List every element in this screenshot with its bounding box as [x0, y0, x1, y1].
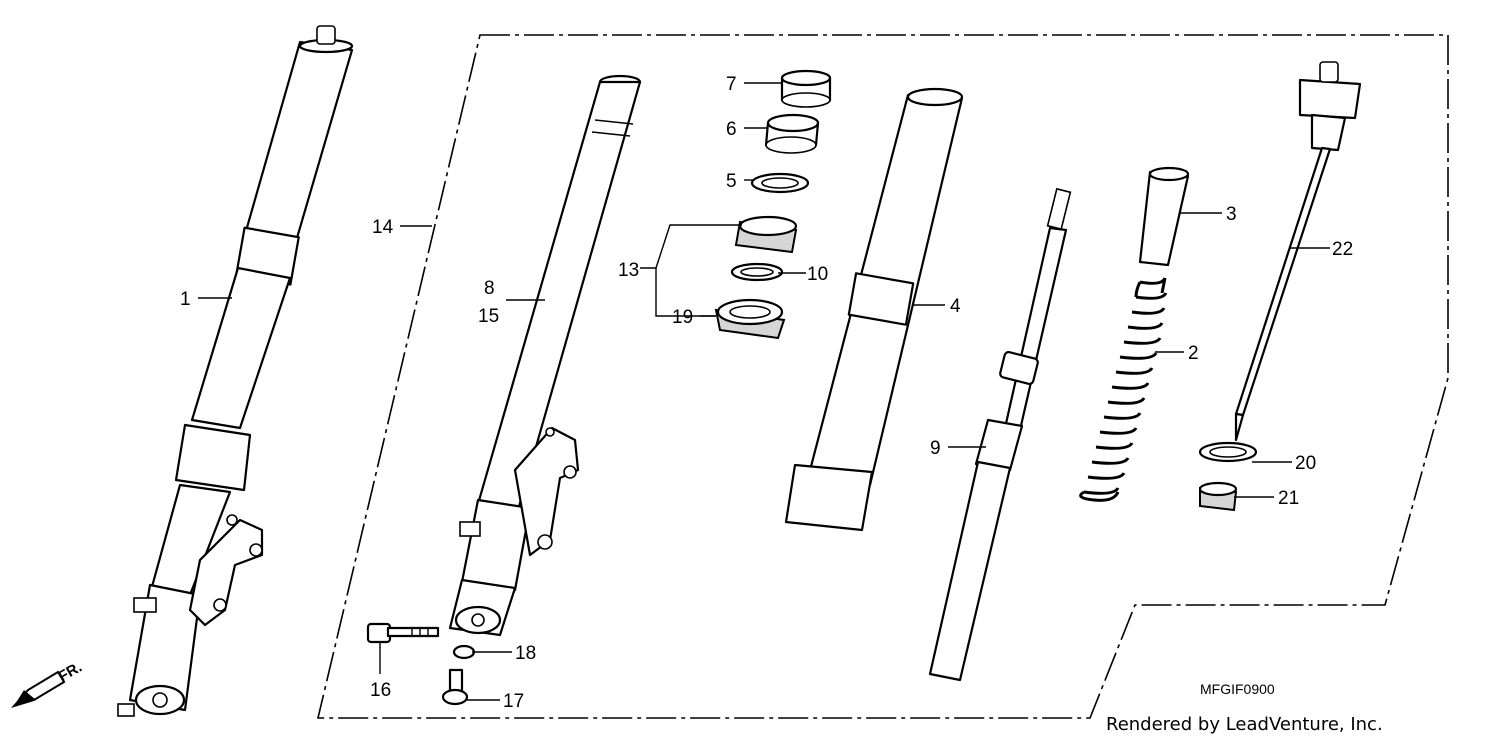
fork-assembly-1: [117, 25, 354, 717]
callout-20: 20: [1295, 453, 1316, 474]
callout-17: 17: [503, 691, 524, 712]
callout-19: 19: [672, 307, 693, 328]
lock-nut-21: [1198, 481, 1238, 512]
washer-18: [452, 644, 476, 660]
oil-seal: [734, 215, 798, 254]
assembly-boundary: [316, 34, 1449, 719]
o-ring-20: [1198, 441, 1258, 463]
diagram-code: MFGIF0900: [1200, 681, 1275, 697]
callout-9: 9: [930, 438, 941, 459]
damper-rod-9: [928, 187, 1072, 682]
spacer-3: [1138, 166, 1190, 267]
front-direction-arrow: [10, 670, 66, 708]
callout-10: 10: [807, 264, 828, 285]
callout-22: 22: [1332, 239, 1353, 260]
clip-10: [730, 262, 784, 282]
fork-slider-8: [448, 74, 642, 637]
callout-3: 3: [1226, 204, 1237, 225]
callout-1: 1: [180, 289, 191, 310]
callout-2: 2: [1188, 343, 1199, 364]
callout-5: 5: [726, 171, 737, 192]
callout-21: 21: [1278, 488, 1299, 509]
callout-8: 8: [484, 278, 495, 299]
render-credit: Rendered by LeadVenture, Inc.: [1106, 714, 1383, 735]
bushing-6: [764, 113, 820, 154]
drain-bolt-17: [441, 668, 469, 706]
backup-ring-5: [750, 172, 810, 194]
callout-6: 6: [726, 119, 737, 140]
callout-18: 18: [515, 643, 536, 664]
callout-13: 13: [618, 260, 639, 281]
callout-14: 14: [372, 217, 394, 238]
fork-bolt-22: [1234, 61, 1362, 442]
callout-4: 4: [950, 296, 961, 317]
leader-lines: [198, 82, 1330, 701]
dust-seal-19: [714, 298, 786, 340]
fork-tube-4: [784, 87, 964, 532]
axle-bolt-16: [366, 622, 440, 644]
callout-7: 7: [726, 74, 737, 95]
bushing-7: [780, 69, 832, 108]
fork-spring-2: [1079, 277, 1168, 502]
callout-15: 15: [478, 306, 499, 327]
callout-16: 16: [370, 680, 391, 701]
